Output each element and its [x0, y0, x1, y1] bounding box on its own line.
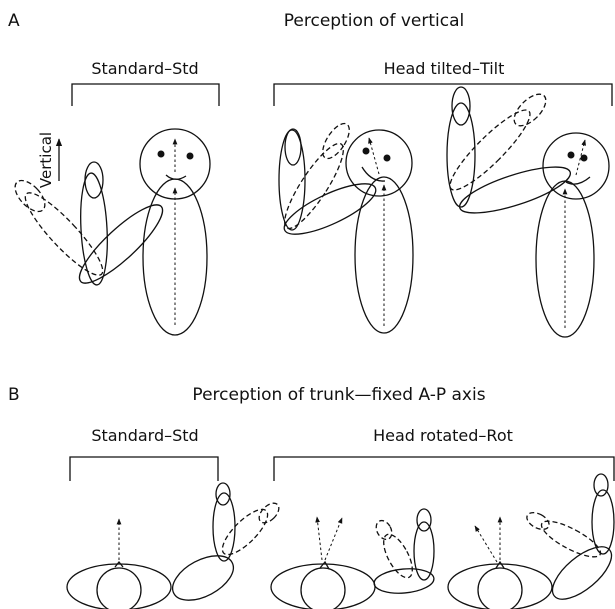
arm-dashed	[216, 503, 274, 561]
head-direction-arrow	[475, 526, 497, 562]
arm-upright	[447, 103, 475, 207]
hand-upright	[216, 483, 230, 505]
tilt-figure-1	[276, 119, 413, 333]
head	[543, 133, 609, 199]
hand-dashed	[256, 500, 283, 527]
arm-right	[278, 174, 381, 243]
arm-right	[455, 158, 575, 222]
shoulders	[271, 564, 375, 609]
standard-bracket	[72, 84, 219, 106]
head-top	[301, 568, 345, 609]
shoulders	[67, 564, 171, 609]
rotated-bracket	[274, 457, 614, 481]
panel-a-title: Perception of vertical	[284, 11, 464, 31]
tilt-bracket	[274, 84, 612, 106]
head-tilt-arrow	[369, 138, 379, 174]
hand-upright	[594, 474, 608, 496]
vertical-axis-label: Vertical	[37, 132, 55, 188]
right-eye	[581, 155, 588, 162]
arm-upright	[213, 493, 235, 561]
left-eye	[158, 151, 165, 158]
hand-dashed	[524, 509, 552, 533]
head	[346, 130, 412, 196]
hand-upright	[85, 162, 103, 198]
right-eye	[187, 153, 194, 160]
hand-dashed	[509, 89, 551, 131]
panel-a-letter: A	[8, 11, 20, 31]
arm-horizontal	[373, 566, 435, 595]
standard-top-view	[67, 483, 282, 609]
arm-dashed	[537, 515, 605, 564]
head-top	[97, 568, 141, 609]
tilt-figure-2	[442, 87, 609, 337]
hand-upright	[452, 87, 470, 125]
panel-a-tilt-label: Head tilted–Tilt	[384, 59, 505, 78]
arm-dashed-left	[17, 185, 111, 283]
hand-dashed	[373, 518, 395, 542]
panel-b: B Perception of trunk—fixed A-P axis Sta…	[8, 385, 615, 609]
panel-b-title: Perception of trunk—fixed A-P axis	[192, 385, 485, 405]
panel-b-standard-label: Standard–Std	[91, 426, 198, 445]
head-top	[478, 568, 522, 609]
arm-horizontal	[544, 538, 615, 609]
arm-upright	[78, 172, 110, 285]
mouth	[362, 167, 385, 181]
trunk	[143, 179, 207, 335]
panel-a: A Perception of vertical Standard–Std He…	[8, 11, 612, 337]
arm-right	[71, 196, 172, 293]
head-direction-arrow	[325, 518, 342, 560]
rotated-top-view-2	[448, 474, 615, 609]
ap-axis-arrow	[317, 517, 322, 560]
shoulders	[448, 564, 552, 609]
panel-a-standard-label: Standard–Std	[91, 59, 198, 78]
left-eye	[568, 152, 575, 159]
hand-upright	[285, 129, 301, 165]
hand-dashed	[318, 119, 355, 162]
panel-b-letter: B	[8, 385, 20, 405]
rotated-top-view-1	[271, 509, 435, 609]
right-eye	[384, 155, 391, 162]
mouth	[566, 177, 590, 184]
standard-bracket-b	[70, 457, 218, 481]
hand-upright	[417, 509, 431, 531]
trunk	[536, 181, 594, 337]
left-eye	[363, 148, 370, 155]
panel-b-rotated-label: Head rotated–Rot	[373, 426, 513, 445]
nose	[496, 562, 504, 568]
